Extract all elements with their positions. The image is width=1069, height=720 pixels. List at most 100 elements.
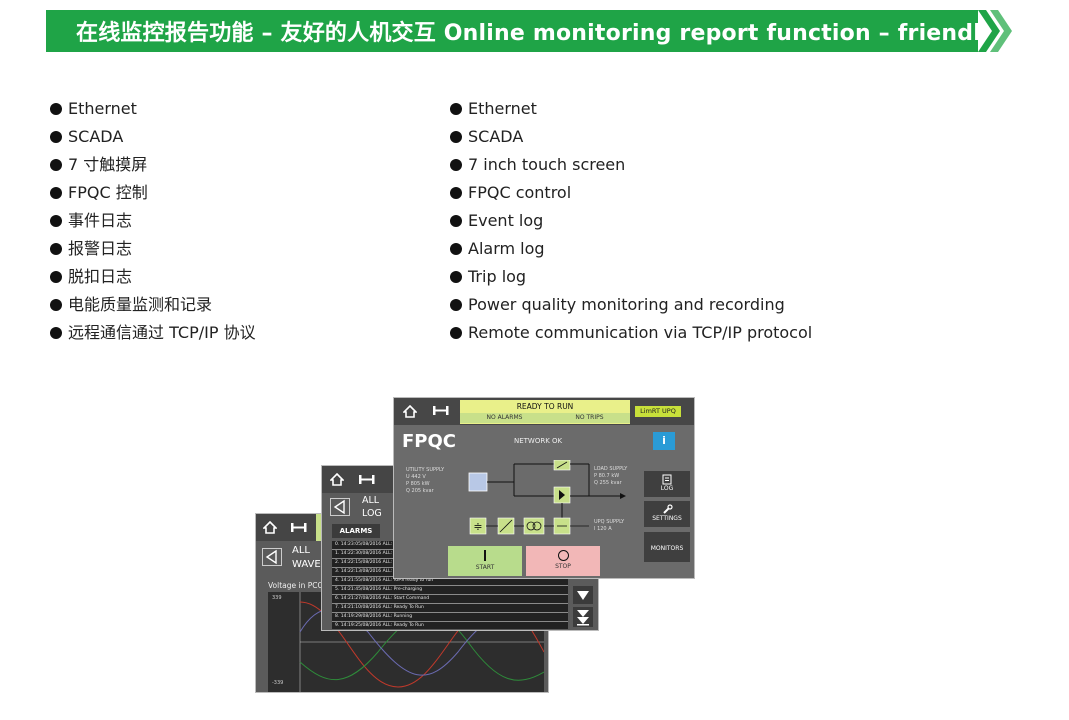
log-button-label: LOG (660, 485, 674, 492)
brand-tag: LimRT UPQ (635, 406, 681, 417)
bullet-icon (50, 131, 62, 143)
utility-u-value: U 442 V (406, 474, 426, 480)
hmi-main-screen: READY TO RUN NO ALARMS NO TRIPS LimRT UP… (394, 398, 694, 578)
logo-icon (291, 523, 307, 532)
plot-title: Voltage in PCC (268, 581, 323, 590)
chevron-right-icon (990, 10, 1012, 52)
load-q-value: Q 255 kvar (594, 480, 622, 486)
start-button[interactable]: START (448, 546, 522, 576)
alarms-status: NO ALARMS (486, 414, 523, 421)
utility-q-value: Q 205 kvar (406, 488, 434, 494)
logo-icon (359, 475, 375, 484)
scroll-down-icon[interactable] (573, 586, 593, 604)
view-label: ALL (292, 545, 310, 556)
list-item: 报警日志 (50, 238, 256, 266)
status-strip (316, 514, 324, 541)
table-row[interactable]: 5. 14:21:45/08/2016 ALL: Pre-charging (332, 586, 568, 595)
utility-p-value: P 805 kW (406, 481, 430, 487)
list-item: SCADA (450, 126, 812, 154)
bullet-icon (50, 299, 62, 311)
y-max-label: 339 (272, 595, 282, 601)
log-icon (662, 474, 672, 485)
upq-supply-label: UPQ SUPPLY (594, 519, 625, 525)
network-status: NETWORK OK (514, 437, 563, 445)
bullet-icon (50, 159, 62, 171)
bullet-icon (50, 187, 62, 199)
bullet-icon (450, 103, 462, 115)
table-row[interactable]: 7. 14:21:10/08/2016 ALL: Ready To Run (332, 604, 568, 613)
bullet-icon (450, 159, 462, 171)
list-item: Ethernet (450, 98, 812, 126)
load-supply-readout: LOAD SUPPLY P 80.7 kW Q 255 kvar (594, 466, 627, 487)
view-sublabel: WAVEF (292, 559, 327, 570)
view-sublabel: LOG (362, 508, 382, 519)
monitors-button[interactable]: MONITORS (644, 532, 690, 562)
settings-button-label: SETTINGS (652, 515, 682, 522)
bullet-icon (450, 271, 462, 283)
log-button[interactable]: LOG (644, 471, 690, 497)
back-arrow-icon[interactable] (330, 498, 350, 516)
bullet-icon (50, 103, 62, 115)
utility-supply-label: UTILITY SUPPLY (406, 467, 445, 473)
bullet-icon (50, 327, 62, 339)
power-off-icon (557, 550, 569, 561)
bullet-icon (450, 299, 462, 311)
settings-button[interactable]: SETTINGS (644, 501, 690, 527)
upq-i-value: I 120 A (594, 526, 612, 532)
utility-supply-readout: UTILITY SUPPLY U 442 V P 805 kW Q 205 kv… (406, 467, 444, 495)
stop-button[interactable]: STOP (526, 546, 600, 576)
load-supply-label: LOAD SUPPLY (594, 466, 628, 472)
home-icon[interactable] (403, 405, 417, 418)
bullet-icon (450, 327, 462, 339)
hmi-topbar: READY TO RUN NO ALARMS NO TRIPS LimRT UP… (394, 398, 694, 425)
list-item: SCADA (50, 126, 256, 154)
bullet-icon (450, 243, 462, 255)
table-row[interactable]: 6. 14:21:27/08/2016 ALL: Start Command (332, 595, 568, 604)
list-item: 7 inch touch screen (450, 154, 812, 182)
list-item: Power quality monitoring and recording (450, 294, 812, 322)
bullet-icon (450, 215, 462, 227)
load-p-value: P 80.7 kW (594, 473, 620, 479)
stop-button-label: STOP (555, 563, 571, 570)
list-item: 脱扣日志 (50, 266, 256, 294)
svg-text:≑: ≑ (473, 520, 482, 533)
list-item: Ethernet (50, 98, 256, 126)
home-icon[interactable] (330, 473, 344, 486)
trips-status: NO TRIPS (575, 414, 604, 421)
list-item: FPQC control (450, 182, 812, 210)
status-text: READY TO RUN (516, 402, 574, 411)
info-button[interactable]: i (653, 432, 675, 450)
back-arrow-icon[interactable] (262, 548, 282, 566)
list-item: Trip log (450, 266, 812, 294)
power-on-icon (484, 550, 486, 561)
list-item: Event log (450, 210, 812, 238)
bullet-icon (450, 187, 462, 199)
bullet-icon (450, 131, 462, 143)
feature-list-english: Ethernet SCADA 7 inch touch screen FPQC … (450, 98, 812, 350)
list-item: 7 寸触摸屏 (50, 154, 256, 182)
tab-alarms[interactable]: ALARMS (332, 524, 380, 538)
feature-list-chinese: Ethernet SCADA 7 寸触摸屏 FPQC 控制 事件日志 报警日志 … (50, 98, 256, 350)
bullet-icon (50, 243, 62, 255)
table-row[interactable]: 9. 14:19:25/08/2016 ALL: Ready To Run (332, 622, 568, 630)
single-line-diagram: ≑ (468, 460, 626, 535)
view-label: ALL (362, 495, 380, 506)
table-row[interactable]: 4. 14:21:55/08/2016 ALL: IGPS ready to r… (332, 577, 568, 586)
upq-supply-readout: UPQ SUPPLY I 120 A (594, 519, 624, 533)
header-banner: 在线监控报告功能 – 友好的人机交互 Online monitoring rep… (46, 10, 995, 52)
table-row[interactable]: 8. 14:19:29/08/2016 ALL: Running (332, 613, 568, 622)
bullet-icon (50, 271, 62, 283)
list-item: 事件日志 (50, 210, 256, 238)
list-item: 远程通信通过 TCP/IP 协议 (50, 322, 256, 350)
wrench-icon (662, 504, 673, 514)
list-item: FPQC 控制 (50, 182, 256, 210)
start-button-label: START (475, 564, 495, 571)
monitors-button-label: MONITORS (650, 545, 684, 552)
scroll-end-icon[interactable] (573, 607, 593, 627)
logo-icon (433, 406, 449, 415)
header-title: 在线监控报告功能 – 友好的人机交互 Online monitoring rep… (76, 21, 996, 46)
home-icon[interactable] (263, 521, 277, 534)
list-item: 电能质量监测和记录 (50, 294, 256, 322)
chevron-right-icon (978, 10, 1000, 52)
list-item: Remote communication via TCP/IP protocol (450, 322, 812, 350)
